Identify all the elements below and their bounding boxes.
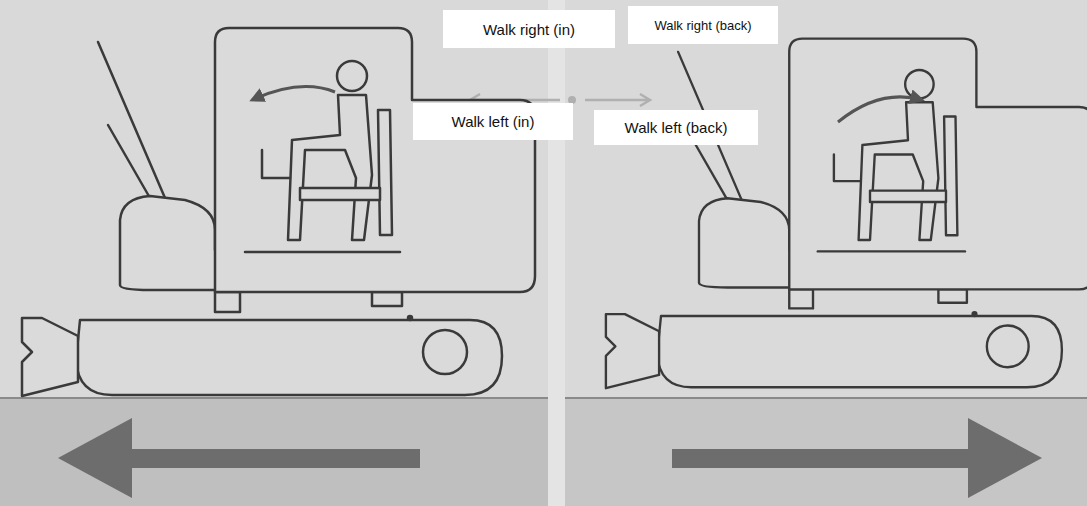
direction-label: Walk left (back) (594, 110, 758, 145)
ground (565, 398, 1087, 506)
excavator (22, 28, 535, 396)
direction-label: Walk right (back) (628, 6, 778, 44)
turn-arrow (252, 87, 335, 100)
panel-divider (548, 0, 565, 506)
direction-arrow (58, 418, 420, 498)
direction-arrow (672, 418, 1042, 498)
excavator (606, 39, 1087, 389)
turn-arrow (838, 97, 922, 122)
ground-line (0, 397, 1087, 399)
ground (0, 398, 548, 506)
direction-label: Walk left (in) (413, 103, 573, 140)
direction-label: Walk right (in) (443, 10, 615, 48)
